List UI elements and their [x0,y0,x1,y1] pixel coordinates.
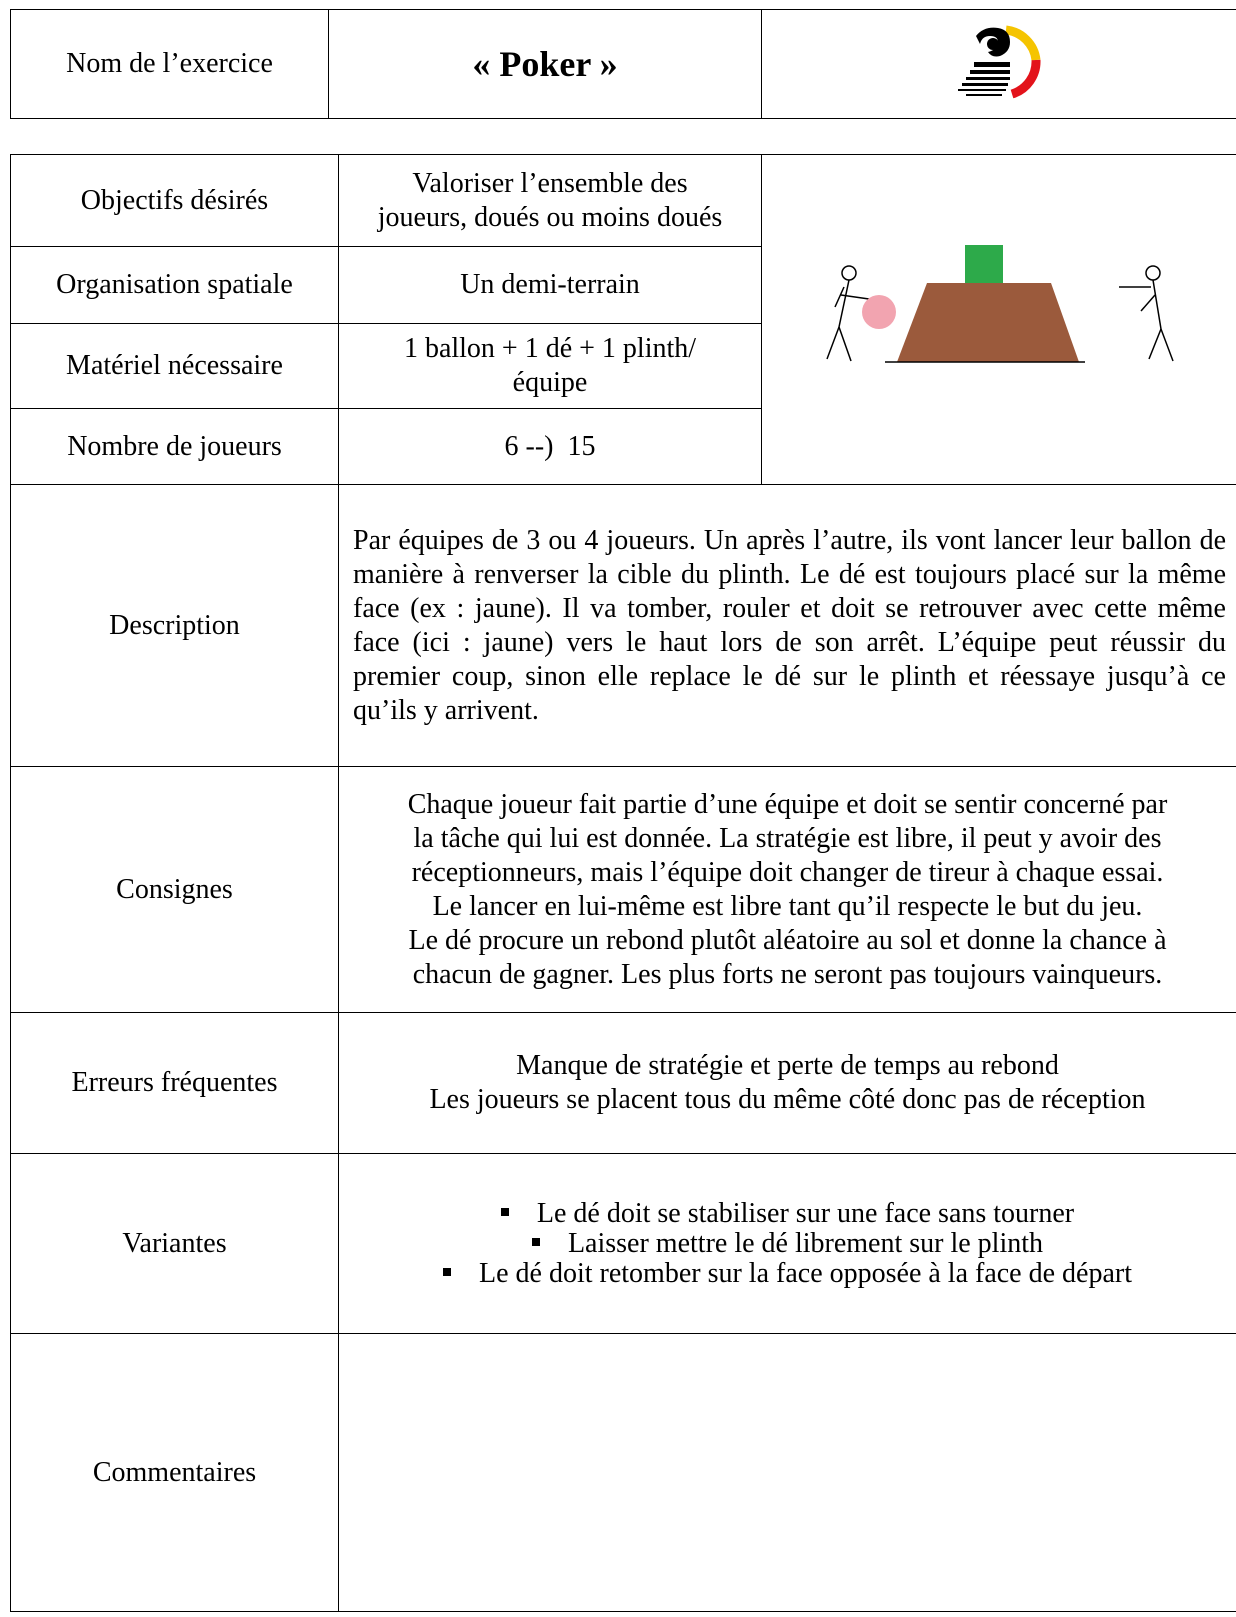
plinth-icon [897,283,1079,362]
die-icon [965,245,1003,283]
objectifs-line-2: joueurs, doués ou moins doués [377,201,723,233]
exercise-sheet-table: Objectifs désirés Valoriser l’ensemble d… [10,154,1236,1612]
commentaires-label: Commentaires [10,1333,339,1612]
materiel-value: 1 ballon + 1 dé + 1 plinth/ équipe [338,323,762,409]
list-item: Laisser mettre le dé librement sur le pl… [339,1227,1236,1259]
description-text: Par équipes de 3 ou 4 joueurs. Un après … [338,484,1236,767]
organisation-label: Organisation spatiale [10,246,339,324]
objectifs-line-1: Valoriser l’ensemble des [412,167,688,199]
consignes-line: réceptionneurs, mais l’équipe doit chang… [411,856,1164,888]
exercise-title: « Poker » [328,9,762,119]
nombre-value: 6 --) 15 [338,408,762,485]
description-label: Description [10,484,339,767]
exercise-name-label: Nom de l’exercice [10,9,329,119]
player-left-icon [826,265,870,362]
consignes-label: Consignes [10,766,339,1013]
variantes-list-cell: Le dé doit se stabiliser sur une face sa… [338,1153,1236,1334]
consignes-text: Chaque joueur fait partie d’une équipe e… [338,766,1236,1013]
logo-cell [761,9,1236,119]
bullet-icon [531,1238,540,1247]
list-item: Le dé doit retomber sur la face opposée … [339,1257,1236,1289]
erreurs-line-2: Les joueurs se placent tous du même côté… [429,1084,1146,1115]
materiel-line-1: 1 ballon + 1 dé + 1 plinth/ [403,333,697,364]
organisation-value: Un demi-terrain [338,246,762,324]
consignes-line: Chaque joueur fait partie d’une équipe e… [407,788,1168,820]
logo-icon [958,25,1041,98]
diagram-cell [761,154,1236,485]
header-table: Nom de l’exercice « Poker » [10,9,1236,119]
variantes-label: Variantes [10,1153,339,1334]
nombre-label: Nombre de joueurs [10,408,339,485]
ball-icon [862,295,896,329]
variante-text: Le dé doit retomber sur la face opposée … [479,1257,1132,1289]
plinth-diagram [826,245,1174,363]
bullet-icon [443,1268,451,1277]
bullet-icon [500,1208,509,1217]
consignes-line: la tâche qui lui est donnée. La stratégi… [413,822,1162,854]
objectifs-value: Valoriser l’ensemble des joueurs, doués … [338,154,762,247]
erreurs-line-1: Manque de stratégie et perte de temps au… [516,1050,1059,1081]
consignes-line: chacun de gagner. Les plus forts ne sero… [412,958,1163,990]
variante-text: Laisser mettre le dé librement sur le pl… [567,1227,1044,1259]
player-right-icon [1119,265,1174,362]
consignes-line: Le lancer en lui-même est libre tant qu’… [432,890,1143,922]
variantes-list: Le dé doit se stabiliser sur une face sa… [339,1197,1236,1289]
variante-text: Le dé doit se stabiliser sur une face sa… [536,1197,1075,1229]
list-item: Le dé doit se stabiliser sur une face sa… [339,1197,1236,1229]
erreurs-text: Manque de stratégie et perte de temps au… [338,1012,1236,1154]
materiel-line-2: équipe [512,367,588,398]
consignes-line: Le dé procure un rebond plutôt aléatoire… [408,924,1167,956]
objectifs-label: Objectifs désirés [10,154,339,247]
materiel-label: Matériel nécessaire [10,323,339,409]
commentaires-value [338,1333,1236,1612]
erreurs-label: Erreurs fréquentes [10,1012,339,1154]
